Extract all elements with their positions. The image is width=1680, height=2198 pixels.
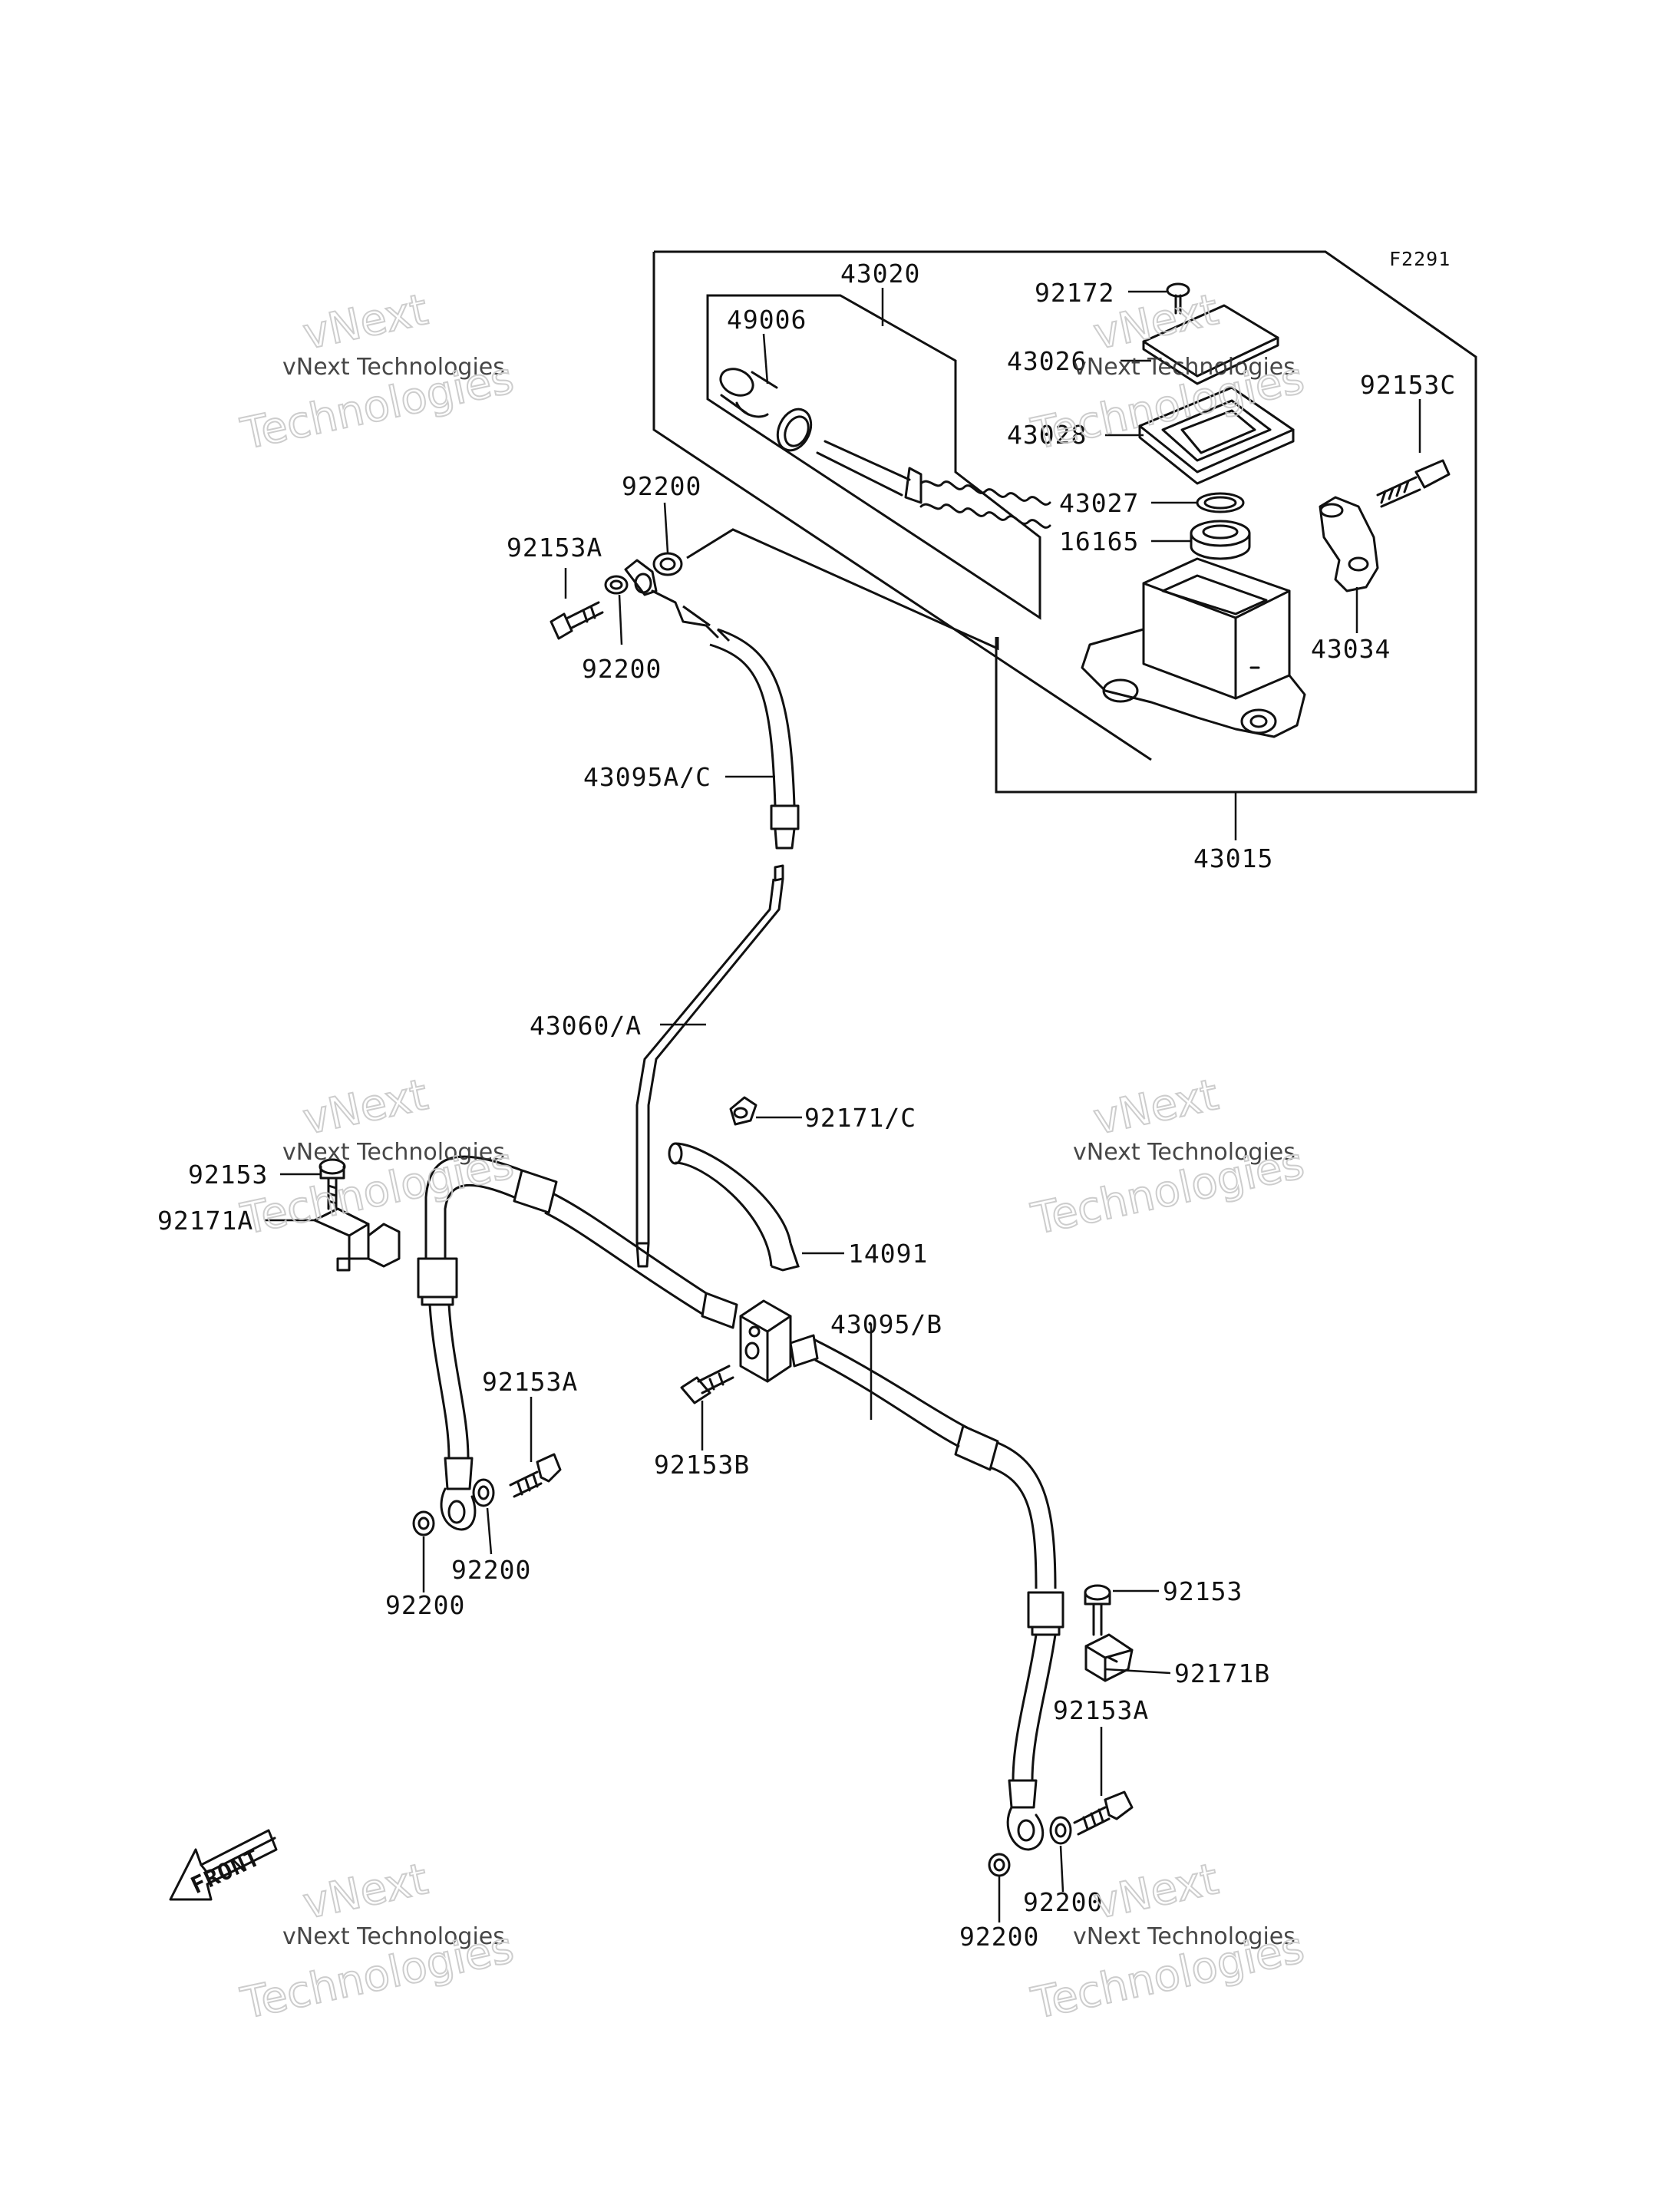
- brake-hose-left: [417, 1155, 738, 1531]
- watermark-bottom-left: vNext vNext Technologies Technologies: [236, 1853, 518, 2030]
- label-92200-top: 92200: [622, 471, 701, 501]
- front-arrow: FRONT: [169, 1829, 278, 1901]
- label-43060A: 43060/A: [530, 1011, 642, 1041]
- master-cylinder-box: [652, 250, 1477, 794]
- bolt-92153A-top: [550, 601, 604, 640]
- reservoir-screw: [1166, 282, 1190, 315]
- label-92153A-right: 92153A: [1053, 1695, 1149, 1725]
- figure-code: F2291: [1389, 248, 1451, 270]
- brake-hose-right: [789, 1334, 1064, 1851]
- bolt-92153-left: [319, 1158, 346, 1210]
- leader-lines: [265, 288, 1421, 1922]
- label-92153A-top: 92153A: [507, 533, 602, 563]
- svg-text:vNext Technologies: vNext Technologies: [282, 1139, 505, 1166]
- washer-92200-r2: [988, 1853, 1011, 1877]
- label-92153-left: 92153: [188, 1160, 268, 1190]
- banjo-fitting-top: [624, 559, 719, 639]
- washer-92200-r1: [1049, 1816, 1072, 1845]
- label-92153C: 92153C: [1360, 370, 1456, 400]
- label-92200-r1: 92200: [1023, 1887, 1103, 1917]
- watermark-mid-left: vNext vNext Technologies Technologies: [236, 1069, 518, 1246]
- svg-text:vNext Technologies: vNext Technologies: [1073, 354, 1295, 381]
- three-way-joint: [739, 1299, 792, 1383]
- svg-text:vNext Technologies: vNext Technologies: [282, 354, 505, 381]
- label-92172: 92172: [1035, 278, 1114, 308]
- washer-92200-top2: [604, 575, 629, 595]
- bracket-92171B: [1084, 1633, 1134, 1682]
- label-43028: 43028: [1007, 420, 1087, 450]
- svg-text:vNext: vNext: [1089, 1070, 1223, 1145]
- label-92171C: 92171/C: [804, 1103, 916, 1133]
- label-92200-top2: 92200: [582, 654, 662, 684]
- label-92153A-mid: 92153A: [482, 1367, 578, 1397]
- label-16165: 16165: [1059, 526, 1139, 556]
- label-92200-left: 92200: [385, 1590, 465, 1620]
- label-43026: 43026: [1007, 346, 1087, 376]
- label-92171A: 92171A: [157, 1206, 253, 1236]
- label-43095B: 43095/B: [830, 1309, 942, 1339]
- piston-kit-box: [706, 294, 1041, 620]
- label-43034: 43034: [1311, 634, 1391, 664]
- brake-pipe: [635, 864, 784, 1268]
- bolt-92153C: [1376, 459, 1451, 508]
- svg-text:vNext: vNext: [1089, 1854, 1223, 1929]
- master-cylinder-body: [1081, 557, 1306, 738]
- bolt-92153-right: [1084, 1584, 1111, 1636]
- svg-text:vNext: vNext: [299, 285, 432, 360]
- label-92200-r2: 92200: [959, 1922, 1039, 1952]
- bolt-92153A-right: [1073, 1790, 1134, 1836]
- bolt-92153A-mid: [509, 1453, 562, 1498]
- clip-92171C: [729, 1096, 757, 1126]
- bolt-92153B: [680, 1365, 734, 1404]
- svg-text:vNext Technologies: vNext Technologies: [1073, 1139, 1295, 1166]
- banjo-box-line: [686, 528, 999, 651]
- washer-92200-top: [652, 552, 683, 576]
- diaphragm-plate: [1138, 386, 1295, 485]
- svg-text:vNext Technologies: vNext Technologies: [1073, 1923, 1295, 1950]
- diaphragm-seal: [1190, 520, 1251, 560]
- label-43015: 43015: [1193, 843, 1273, 873]
- label-43095AC: 43095A/C: [583, 762, 711, 792]
- label-92153-right: 92153: [1163, 1576, 1243, 1606]
- watermark-bottom-right: vNext vNext Technologies Technologies: [1026, 1853, 1309, 2030]
- piston-cup: [719, 368, 778, 418]
- reservoir-cap: [1142, 304, 1279, 385]
- piston-spring: [816, 440, 1051, 529]
- watermark-mid-right: vNext vNext Technologies Technologies: [1026, 1069, 1309, 1246]
- label-92200-mid: 92200: [451, 1555, 531, 1585]
- label-92171B: 92171B: [1174, 1658, 1270, 1688]
- pipe-protector: [668, 1142, 800, 1272]
- svg-text:vNext: vNext: [299, 1854, 432, 1929]
- svg-text:vNext Technologies: vNext Technologies: [282, 1923, 505, 1950]
- washer-92200-left: [412, 1510, 435, 1536]
- label-92153B: 92153B: [654, 1450, 750, 1480]
- label-43027: 43027: [1059, 488, 1139, 518]
- circlip: [776, 408, 813, 452]
- washer-92200-mid: [472, 1478, 495, 1507]
- label-43020: 43020: [840, 259, 920, 289]
- bracket-92171A: [313, 1207, 401, 1272]
- handlebar-clamp: [1319, 496, 1379, 592]
- svg-text:vNext: vNext: [299, 1070, 432, 1145]
- o-ring: [1196, 492, 1245, 513]
- brake-hose-upper: [682, 605, 800, 850]
- part-labels: 43020 49006 92172 43026 43028 43027 1616…: [157, 259, 1456, 1952]
- label-49006: 49006: [727, 305, 807, 335]
- watermark-top-left: vNext vNext Technologies Technologies: [236, 284, 518, 460]
- label-14091: 14091: [848, 1239, 928, 1269]
